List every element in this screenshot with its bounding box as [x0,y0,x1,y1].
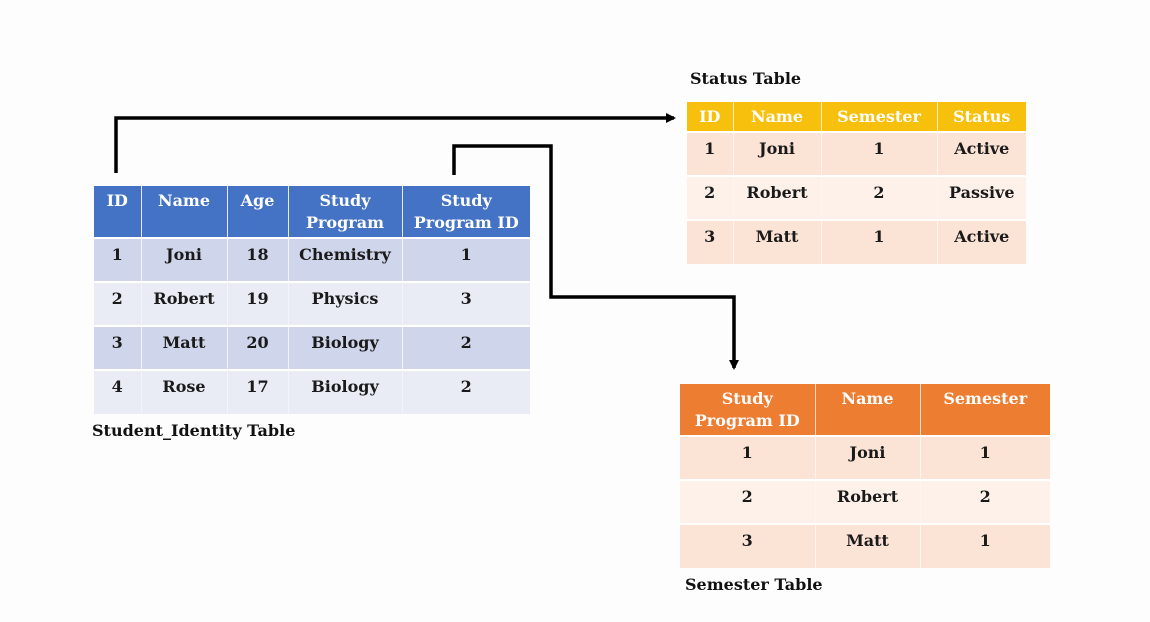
student-table-caption: Student_Identity Table [92,421,296,440]
status-table: ID Name Semester Status 1 Joni 1 Active … [687,102,1026,264]
column-header-status: Status [937,102,1026,132]
table-row: 2 Robert 2 Passive [687,175,1026,220]
cell-study-program-id: 1 [402,237,530,282]
column-header-name: Name [815,384,921,436]
column-header-id: ID [94,186,142,238]
cell-name: Joni [815,435,921,480]
id-to-status-arrow [114,113,676,173]
column-header-study-program-id: Study Program ID [680,384,816,436]
cell-name: Robert [815,479,921,524]
table-row: 2 Robert 19 Physics 3 [94,281,530,326]
column-header-name: Name [141,186,228,238]
cell-id: 4 [94,369,142,414]
cell-study-program: Biology [288,325,403,370]
semester-table: Study Program ID Name Semester 1 Joni 1 … [680,384,1050,568]
cell-name: Matt [141,325,228,370]
column-header-study-program: Study Program [288,186,403,238]
table-row: 1 Joni 18 Chemistry 1 [94,237,530,282]
cell-study-program-id: 2 [680,479,816,524]
cell-id: 1 [687,131,734,176]
cell-semester: 1 [821,219,938,264]
cell-age: 18 [227,237,289,282]
cell-id: 3 [94,325,142,370]
table-row: 3 Matt 1 [680,523,1050,568]
cell-id: 3 [687,219,734,264]
status-table-caption: Status Table [690,69,802,88]
student-identity-table: ID Name Age Study Program Study Program … [94,186,530,414]
cell-age: 19 [227,281,289,326]
table-header-row: Study Program ID Name Semester [680,384,1050,436]
cell-name: Joni [733,131,822,176]
column-header-name: Name [733,102,822,132]
cell-semester: 2 [821,175,938,220]
table-row: 1 Joni 1 Active [687,131,1026,176]
column-header-age: Age [227,186,289,238]
column-header-id: ID [687,102,734,132]
semester-table-caption: Semester Table [685,575,823,594]
cell-status: Active [937,131,1026,176]
cell-study-program-id: 3 [680,523,816,568]
table-row: 3 Matt 1 Active [687,219,1026,264]
table-header-row: ID Name Age Study Program Study Program … [94,186,530,238]
study-program-id-to-semester-arrow [452,144,739,370]
cell-study-program: Chemistry [288,237,403,282]
table-row: 2 Robert 2 [680,479,1050,524]
table-row: 1 Joni 1 [680,435,1050,480]
cell-study-program-id: 1 [680,435,816,480]
column-header-semester: Semester [920,384,1050,436]
cell-name: Matt [815,523,921,568]
cell-name: Robert [733,175,822,220]
cell-study-program: Physics [288,281,403,326]
cell-study-program: Biology [288,369,403,414]
cell-study-program-id: 2 [402,325,530,370]
cell-age: 17 [227,369,289,414]
cell-name: Rose [141,369,228,414]
cell-semester: 1 [920,435,1050,480]
cell-name: Robert [141,281,228,326]
column-header-semester: Semester [821,102,938,132]
table-header-row: ID Name Semester Status [687,102,1026,132]
cell-study-program-id: 2 [402,369,530,414]
cell-status: Active [937,219,1026,264]
column-header-study-program-id: Study Program ID [402,186,530,238]
cell-name: Joni [141,237,228,282]
cell-id: 2 [687,175,734,220]
cell-id: 1 [94,237,142,282]
table-row: 3 Matt 20 Biology 2 [94,325,530,370]
cell-id: 2 [94,281,142,326]
cell-study-program-id: 3 [402,281,530,326]
cell-semester: 1 [821,131,938,176]
cell-semester: 2 [920,479,1050,524]
table-row: 4 Rose 17 Biology 2 [94,369,530,414]
cell-semester: 1 [920,523,1050,568]
cell-age: 20 [227,325,289,370]
cell-name: Matt [733,219,822,264]
cell-status: Passive [937,175,1026,220]
